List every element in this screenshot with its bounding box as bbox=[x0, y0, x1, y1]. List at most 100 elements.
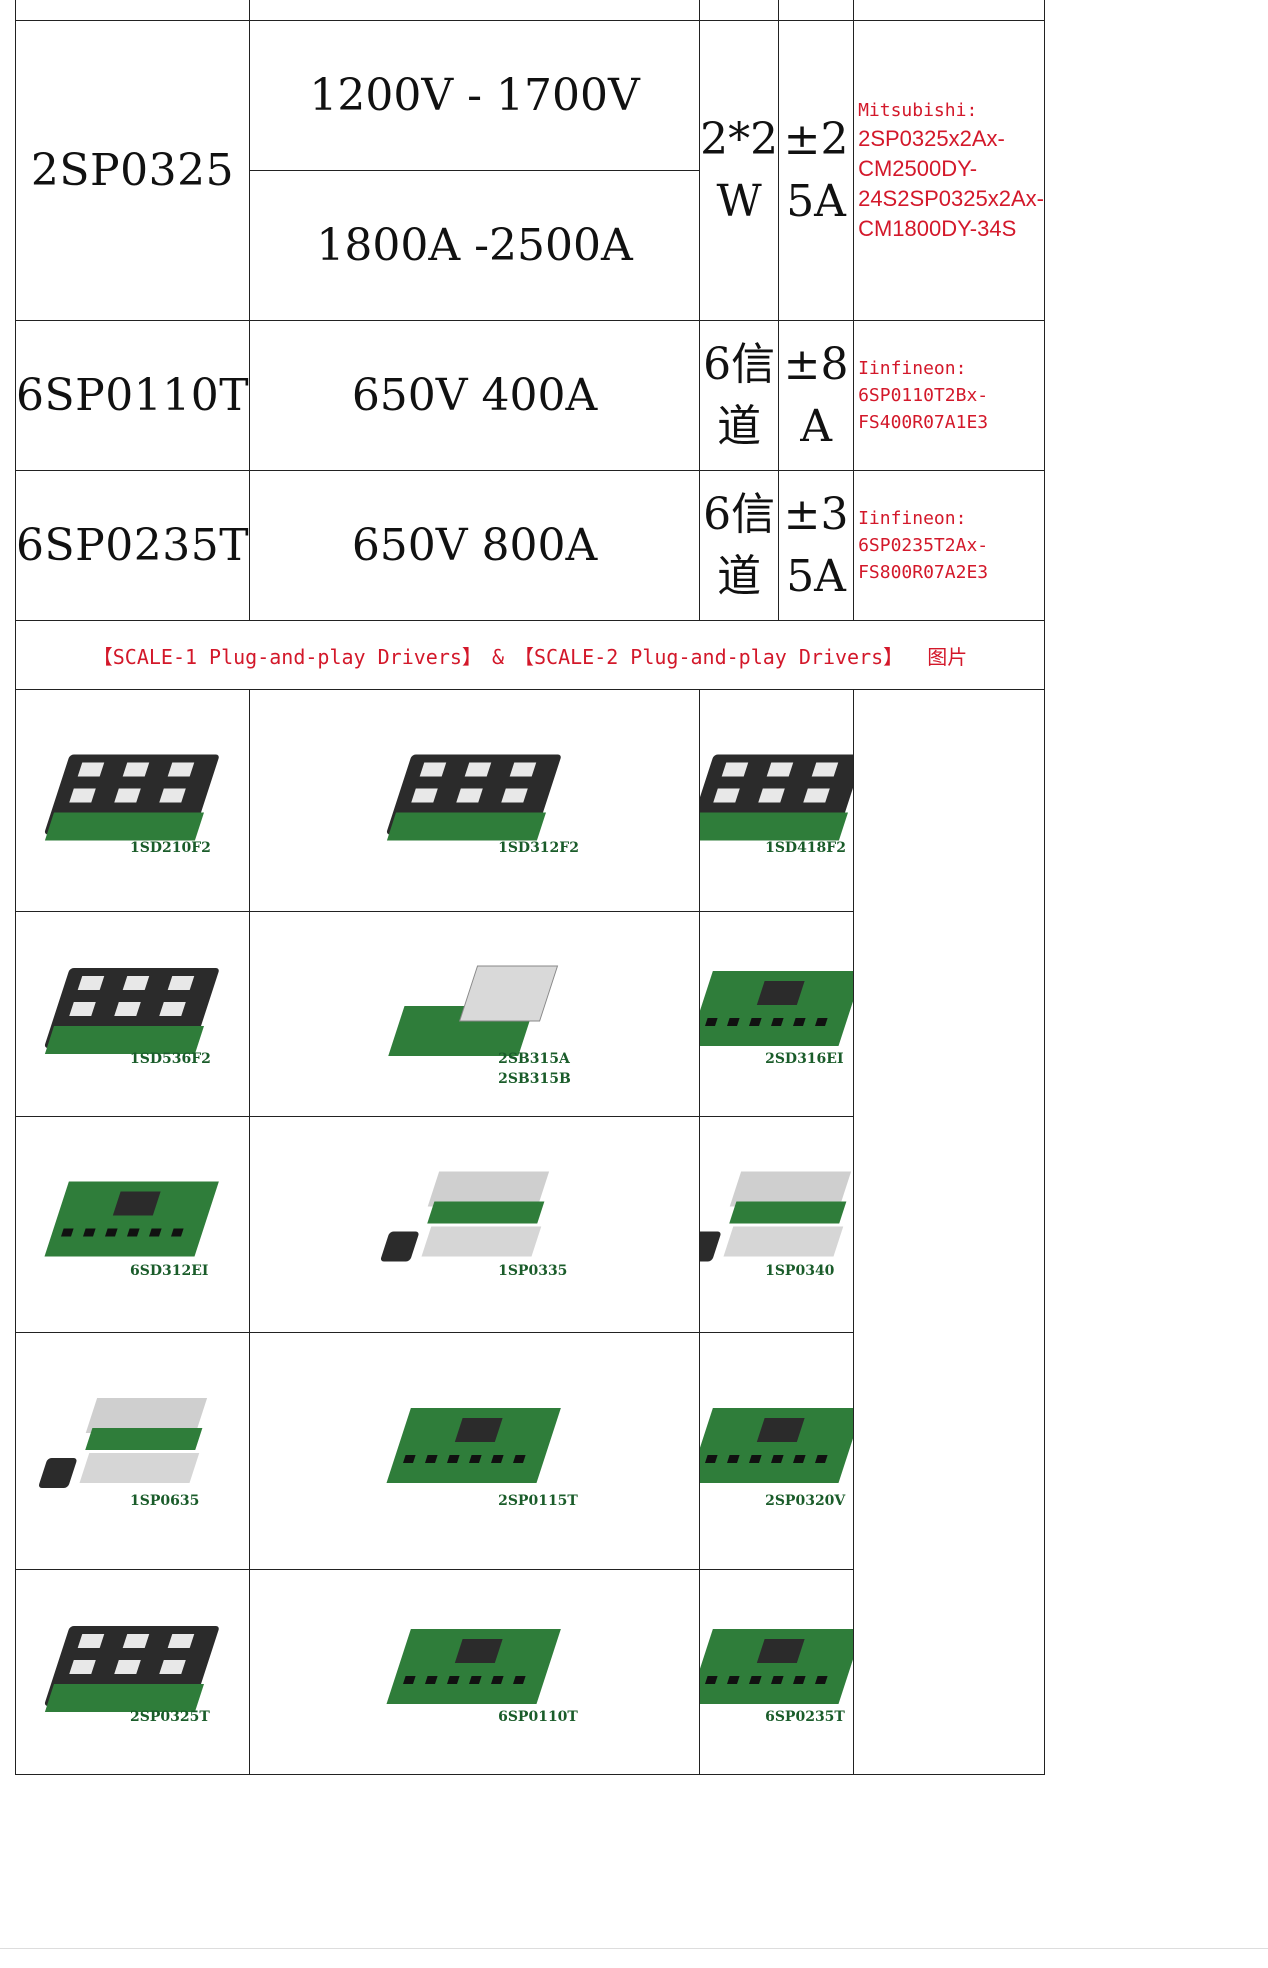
table-row: 1800A -2500A bbox=[16, 170, 1045, 321]
photo-cell: 2SP0325T bbox=[14, 1569, 251, 1775]
driver-board-illustration bbox=[44, 968, 219, 1054]
photo-cell: 1SP0335 bbox=[249, 1116, 701, 1333]
photo-row: 6SD312EI 1SP0335 1SP0340 bbox=[14, 1116, 1045, 1333]
note-line: Mitsubishi: bbox=[858, 100, 978, 121]
photo-label: 1SD418F2 bbox=[765, 840, 846, 856]
note-line: Iinfineon: bbox=[858, 508, 967, 529]
photo-label: 1SD536F2 bbox=[130, 1051, 211, 1067]
channel-line: 道 bbox=[717, 400, 762, 452]
driver-board-illustration bbox=[381, 1171, 550, 1262]
channel-line: 6信 bbox=[703, 488, 776, 540]
current-line: ±3 bbox=[783, 488, 849, 540]
model-name: 6SP0235T bbox=[14, 470, 251, 621]
driver-board-illustration bbox=[386, 754, 561, 841]
photo-label: 6SP0235T bbox=[765, 1709, 845, 1725]
current-line: ±2 bbox=[783, 113, 849, 165]
banner-scale2: 【SCALE-2 Plug-and-play Drivers】 bbox=[513, 644, 904, 669]
photo-cell: 1SP0635 bbox=[14, 1332, 251, 1570]
photo-cell: 2SP0115T bbox=[249, 1332, 701, 1570]
photo-label: 1SP0335 bbox=[498, 1263, 568, 1279]
current-rating: 1800A -2500A bbox=[249, 170, 701, 321]
note-line: CM1800DY-34S bbox=[858, 216, 1017, 241]
photo-label: 1SD210F2 bbox=[130, 840, 211, 856]
table-row: 6SP0235T 650V 800A 6信 道 ±3 5A Iinfineon:… bbox=[14, 470, 1046, 621]
photo-cell: 6SP0235T bbox=[699, 1569, 855, 1775]
banner-suffix: 图片 bbox=[927, 644, 968, 669]
photo-cell: 2SP0320V bbox=[699, 1332, 855, 1570]
driver-board-illustration bbox=[44, 754, 219, 841]
photo-row: 1SD210F2 1SD312F2 1SD418F2 bbox=[14, 689, 1046, 1775]
photo-label: 2SB315B bbox=[498, 1071, 571, 1087]
banner-amp: & bbox=[491, 644, 504, 669]
driver-board-illustration bbox=[700, 754, 854, 841]
photo-cell: 1SD210F2 bbox=[14, 689, 251, 912]
current-line: 5A bbox=[786, 550, 846, 602]
current-line: ±8 bbox=[783, 338, 849, 390]
channel-line: 道 bbox=[717, 550, 762, 602]
table-row: 2SP0325 1200V - 1700V 2*2 W ±2 5A Mitsub… bbox=[14, 20, 1046, 321]
photo-cell: 1SD536F2 bbox=[14, 911, 251, 1117]
driver-board-illustration bbox=[44, 1626, 219, 1712]
model-name: 6SP0110T bbox=[14, 320, 251, 471]
photo-label: 6SP0110T bbox=[498, 1709, 578, 1725]
note-line: FS800R07A2E3 bbox=[858, 562, 989, 583]
driver-spec-table: 2SP0325 1200V - 1700V 2*2 W ±2 5A Mitsub… bbox=[14, 0, 1046, 1775]
voltage-rating: 1200V - 1700V bbox=[249, 20, 701, 171]
power-cell: 2*2 W bbox=[699, 20, 780, 321]
photo-row: 2SP0325T 6SP0110T 6SP0235T bbox=[14, 1569, 1045, 1775]
compatible-module-note: Iinfineon: 6SP0235T2Ax- FS800R07A2E3 bbox=[853, 470, 1046, 621]
rating: 650V 400A bbox=[249, 320, 701, 471]
photo-label: 2SP0320V bbox=[765, 1493, 846, 1509]
driver-board-illustration bbox=[700, 1408, 854, 1483]
note-line: Iinfineon: bbox=[858, 358, 967, 379]
photo-row: 1SP0635 2SP0115T 2SP0320V bbox=[14, 1332, 1045, 1570]
photo-cell: 6SD312EI bbox=[14, 1116, 251, 1333]
photo-cell: 1SD418F2 bbox=[699, 689, 855, 912]
current-cell: ±8 A bbox=[778, 320, 855, 471]
photo-cell: 6SP0110T bbox=[249, 1569, 701, 1775]
channel-cell: 6信 道 bbox=[699, 320, 780, 471]
continuation-row bbox=[14, 0, 1046, 21]
banner-row: 【SCALE-1 Plug-and-play Drivers】&【SCALE-2… bbox=[14, 620, 1046, 690]
note-line: 6SP0110T2Bx- bbox=[858, 385, 989, 406]
photo-label: 2SP0115T bbox=[498, 1493, 578, 1509]
empty-cell bbox=[853, 689, 1046, 1775]
driver-board-illustration bbox=[38, 1398, 208, 1488]
power-line: W bbox=[716, 175, 762, 227]
note-line: 24S2SP0325x2Ax- bbox=[858, 186, 1044, 211]
photo-label: 2SB315A bbox=[498, 1051, 570, 1067]
photo-label: 2SP0325T bbox=[130, 1709, 210, 1725]
photo-cell: 2SD316EI bbox=[699, 911, 855, 1117]
channel-cell: 6信 道 bbox=[699, 470, 780, 621]
model-name: 2SP0325 bbox=[14, 20, 251, 321]
photo-label: 1SD312F2 bbox=[498, 840, 579, 856]
driver-board-illustration bbox=[700, 1171, 852, 1262]
driver-board-illustration bbox=[386, 1408, 561, 1483]
driver-board-illustration bbox=[386, 1629, 561, 1704]
current-line: 5A bbox=[786, 175, 846, 227]
driver-board-illustration bbox=[700, 1629, 854, 1704]
photo-label: 6SD312EI bbox=[130, 1263, 209, 1279]
note-line: 2SP0325x2Ax- bbox=[858, 126, 1005, 151]
banner-scale1: 【SCALE-1 Plug-and-play Drivers】 bbox=[92, 644, 482, 669]
compatible-module-note: Mitsubishi: 2SP0325x2Ax- CM2500DY- 24S2S… bbox=[853, 20, 1046, 321]
current-cell: ±2 5A bbox=[778, 20, 855, 321]
channel-line: 6信 bbox=[703, 338, 776, 390]
driver-board-illustration bbox=[388, 965, 559, 1056]
photo-label: 2SD316EI bbox=[765, 1051, 844, 1067]
photo-cell: 1SP0340 bbox=[699, 1116, 855, 1333]
compatible-module-note: Iinfineon: 6SP0110T2Bx- FS400R07A1E3 bbox=[853, 320, 1046, 471]
photo-label: 1SP0635 bbox=[130, 1493, 200, 1509]
current-cell: ±3 5A bbox=[778, 470, 855, 621]
power-line: 2*2 bbox=[700, 113, 779, 165]
gallery-banner: 【SCALE-1 Plug-and-play Drivers】&【SCALE-2… bbox=[14, 620, 1046, 690]
current-line: A bbox=[800, 400, 832, 452]
driver-board-illustration bbox=[44, 1181, 219, 1257]
page-bottom-rule bbox=[0, 1948, 1268, 1949]
photo-cell: 1SD312F2 bbox=[249, 689, 701, 912]
rating: 650V 800A bbox=[249, 470, 701, 621]
photo-label: 1SP0340 bbox=[765, 1263, 835, 1279]
table-row: 6SP0110T 650V 400A 6信 道 ±8 A Iinfineon: … bbox=[14, 320, 1046, 471]
note-line: CM2500DY- bbox=[858, 156, 978, 181]
